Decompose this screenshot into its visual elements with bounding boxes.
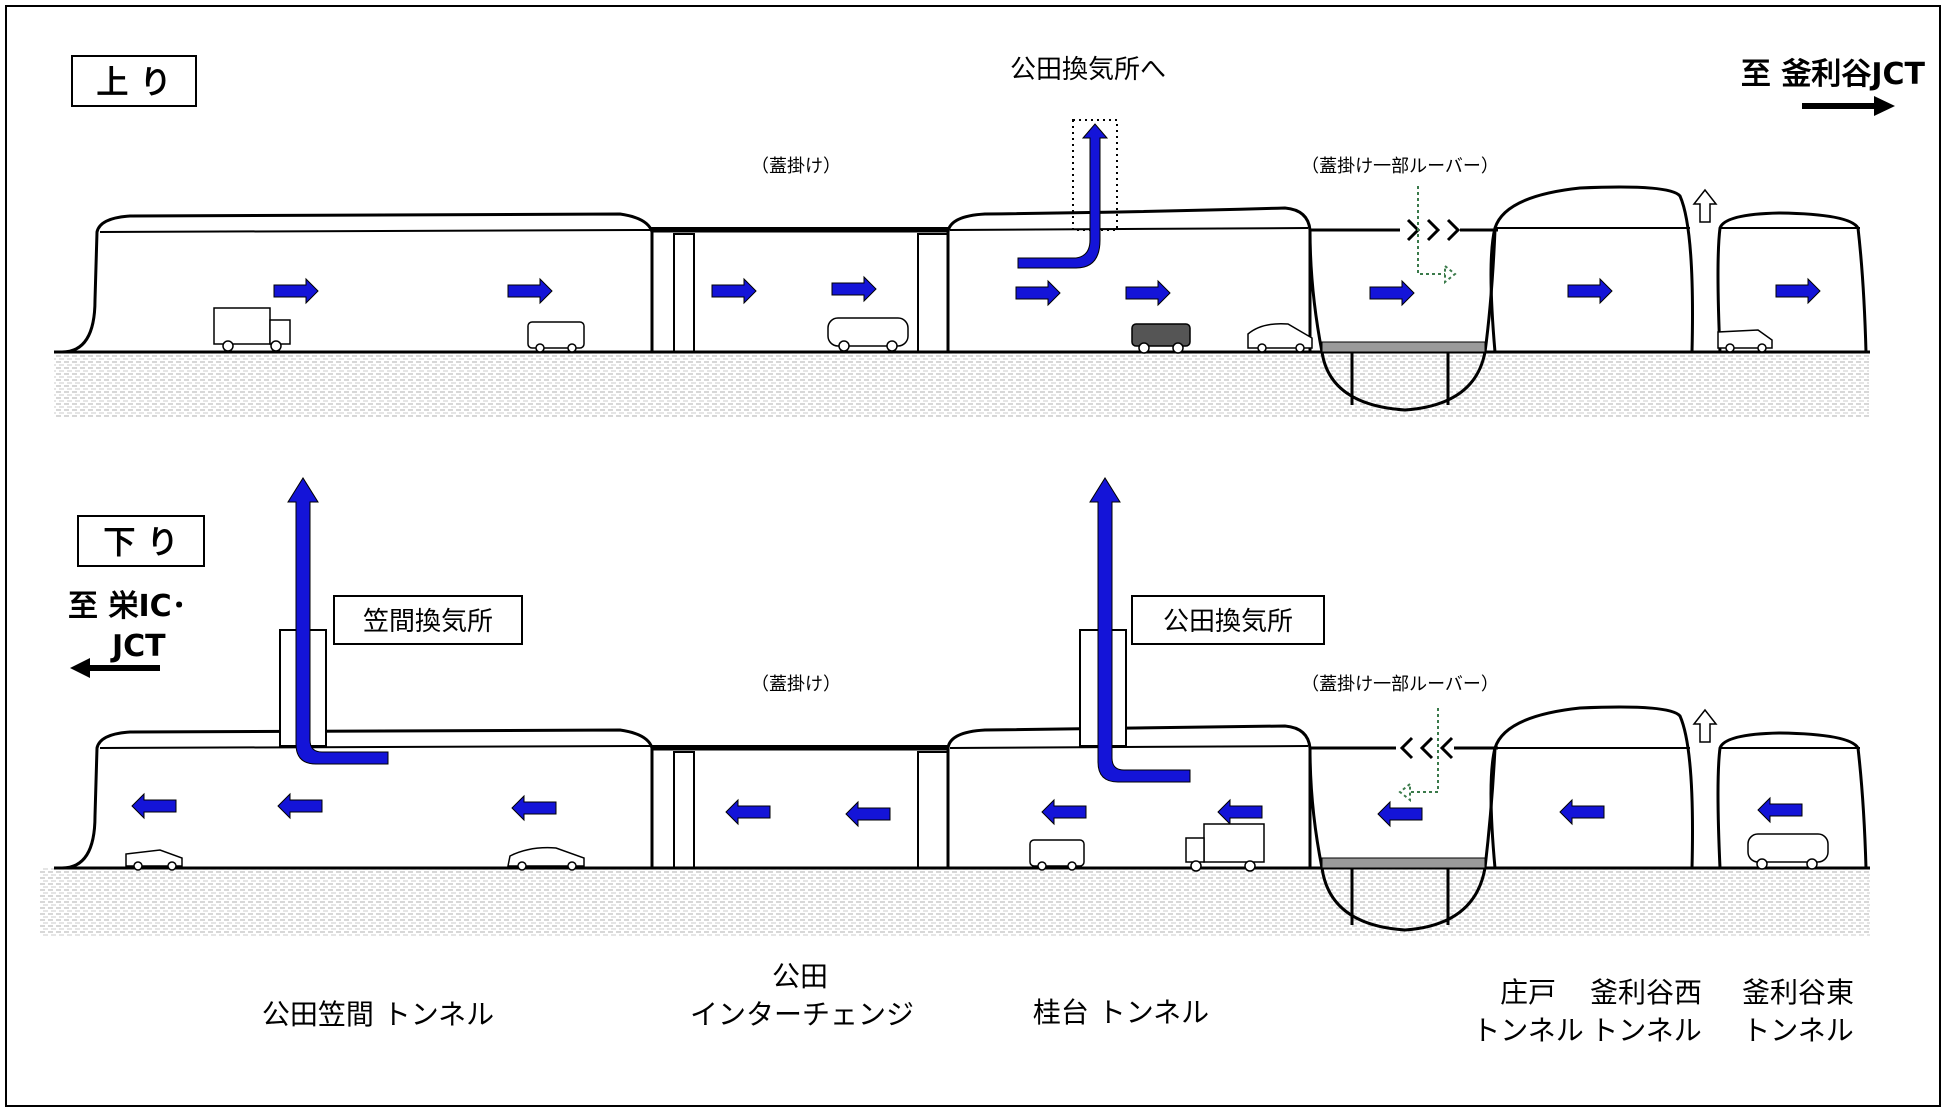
- section-label-kamariya-west-tunnel: トンネル: [1590, 1014, 1701, 1047]
- upper-vent-note: 公田換気所へ: [1010, 55, 1166, 85]
- section-label-shodo-tunnel: トンネル: [1472, 1014, 1583, 1047]
- vehicle-icon: [1747, 833, 1829, 870]
- blue-flow-arrow-icon: [277, 792, 323, 820]
- vent-station-1-box: [333, 595, 523, 645]
- upper-exhaust-outline-arrow-icon: [1692, 188, 1718, 223]
- upper-louver-dotted-arrow-icon: [1417, 186, 1457, 285]
- blue-flow-arrow-icon: [1015, 279, 1061, 307]
- blue-flow-arrow-icon: [131, 792, 177, 820]
- lower-kasama-tunnel-outline: [61, 728, 654, 870]
- vehicle-icon: [1247, 322, 1313, 353]
- section-labels: 公田笠間 トンネル 公田 インターチェンジ 桂台 トンネル 庄戸 トンネル 釜利…: [262, 960, 1854, 1047]
- upper-louver-chevrons-icon: [1406, 218, 1461, 242]
- upper-cover-label: （蓋掛け）: [751, 156, 841, 177]
- vehicle-icon: [1029, 839, 1085, 871]
- lower-ground: [40, 868, 1870, 936]
- lower-kamariya-east-tunnel-outline: [1716, 731, 1868, 869]
- blue-flow-arrow-icon: [1567, 277, 1613, 305]
- upper-vehicles: [213, 307, 1773, 354]
- lower-vehicles: [125, 823, 1829, 872]
- upper-katsuradai-tunnel-outline: [946, 206, 1312, 352]
- vehicle-icon: [1131, 323, 1191, 354]
- lower-exhaust-outline-arrow-icon: [1692, 708, 1718, 743]
- upper-bridge-deck: [1321, 341, 1486, 353]
- vehicle-icon: [125, 849, 183, 871]
- lower-ic-cover: [651, 745, 949, 869]
- lower-direction-label: 下 り: [103, 523, 178, 561]
- section-label-kamariya-east-tunnel: トンネル: [1742, 1014, 1853, 1047]
- blue-flow-arrow-icon: [1217, 798, 1263, 826]
- vehicle-icon: [507, 846, 585, 871]
- upper-kasama-tunnel-outline: [61, 212, 654, 354]
- lower-katsuradai-tunnel-outline: [946, 724, 1312, 868]
- vehicle-icon: [1185, 823, 1265, 872]
- section-label-shodo: 庄戸: [1500, 976, 1556, 1009]
- blue-flow-arrow-icon: [831, 275, 877, 303]
- vent-station-2-box: [1131, 595, 1325, 645]
- section-label-interchange: インターチェンジ: [690, 998, 914, 1031]
- kuden-exhaust-flow-arrow-icon: [1089, 477, 1191, 783]
- upper-direction-arrow-icon: [1802, 96, 1895, 116]
- upper-direction-box: [71, 55, 197, 107]
- vent-station-1-label: 笠間換気所: [363, 607, 493, 637]
- lower-section: 下 り 至 栄IC･ JCT （蓋掛け） （蓋掛け一部ルーバー） 笠間換気所 公…: [40, 477, 1870, 936]
- upper-section: 上 り 至 釜利谷JCT 公田換気所へ （蓋掛け） （蓋掛け一部ルーバー）: [54, 55, 1926, 418]
- lower-louver-chevrons-icon: [1399, 736, 1454, 760]
- vehicle-icon: [827, 317, 909, 352]
- kasama-exhaust-flow-arrow-icon: [287, 477, 389, 765]
- lower-flow-arrows: [131, 792, 1803, 828]
- upper-open-cut: [1308, 229, 1497, 412]
- blue-flow-arrow-icon: [711, 277, 757, 305]
- blue-flow-arrow-icon: [1757, 796, 1803, 824]
- blue-flow-arrow-icon: [1369, 279, 1415, 307]
- blue-flow-arrow-icon: [725, 798, 771, 826]
- blue-flow-arrow-icon: [273, 277, 319, 305]
- vent-station-2-label: 公田換気所: [1163, 607, 1293, 637]
- lower-direction-arrow-icon: [70, 658, 160, 678]
- section-label-kamariya-east: 釜利谷東: [1742, 976, 1854, 1009]
- blue-flow-arrow-icon: [511, 794, 557, 822]
- lower-destination-line2: JCT: [110, 629, 166, 664]
- blue-flow-arrow-icon: [1041, 798, 1087, 826]
- upper-flow-arrows: [273, 275, 1821, 307]
- vehicle-icon: [1717, 329, 1773, 353]
- upper-destination: 至 釜利谷JCT: [1741, 57, 1926, 92]
- vehicle-icon: [527, 321, 585, 353]
- section-label-kasama-tunnel: 公田笠間 トンネル: [262, 998, 494, 1031]
- upper-kamariya-east-tunnel-outline: [1716, 211, 1868, 353]
- lower-destination-line1: 至 栄IC･: [68, 589, 187, 624]
- diagram-frame: [5, 5, 1941, 1107]
- upper-louver-label: （蓋掛け一部ルーバー）: [1301, 156, 1499, 177]
- upper-direction-label: 上 り: [96, 63, 171, 101]
- lower-direction-box: [77, 515, 205, 567]
- blue-flow-arrow-icon: [1125, 279, 1171, 307]
- upper-exhaust-flow-arrow-icon: [1017, 123, 1109, 269]
- lower-cover-label: （蓋掛け）: [751, 674, 841, 695]
- blue-flow-arrow-icon: [1377, 800, 1423, 828]
- blue-flow-arrow-icon: [1775, 277, 1821, 305]
- blue-flow-arrow-icon: [845, 800, 891, 828]
- lower-louver-dotted-arrow-icon: [1398, 708, 1439, 803]
- lower-louver-label: （蓋掛け一部ルーバー）: [1301, 674, 1499, 695]
- section-label-kamariya-west: 釜利谷西: [1590, 976, 1702, 1009]
- upper-ground: [54, 352, 1869, 418]
- upper-shodo-tunnel-outline: [1489, 185, 1694, 353]
- vehicle-icon: [213, 307, 291, 352]
- lower-bridge-deck: [1321, 857, 1486, 869]
- lower-open-cut: [1308, 747, 1497, 932]
- blue-flow-arrow-icon: [507, 277, 553, 305]
- section-label-line1: 公田: [772, 960, 828, 993]
- lower-shodo-tunnel-outline: [1489, 705, 1694, 869]
- blue-flow-arrow-icon: [1559, 798, 1605, 826]
- section-label-katsuradai-tunnel: 桂台 トンネル: [1033, 996, 1209, 1029]
